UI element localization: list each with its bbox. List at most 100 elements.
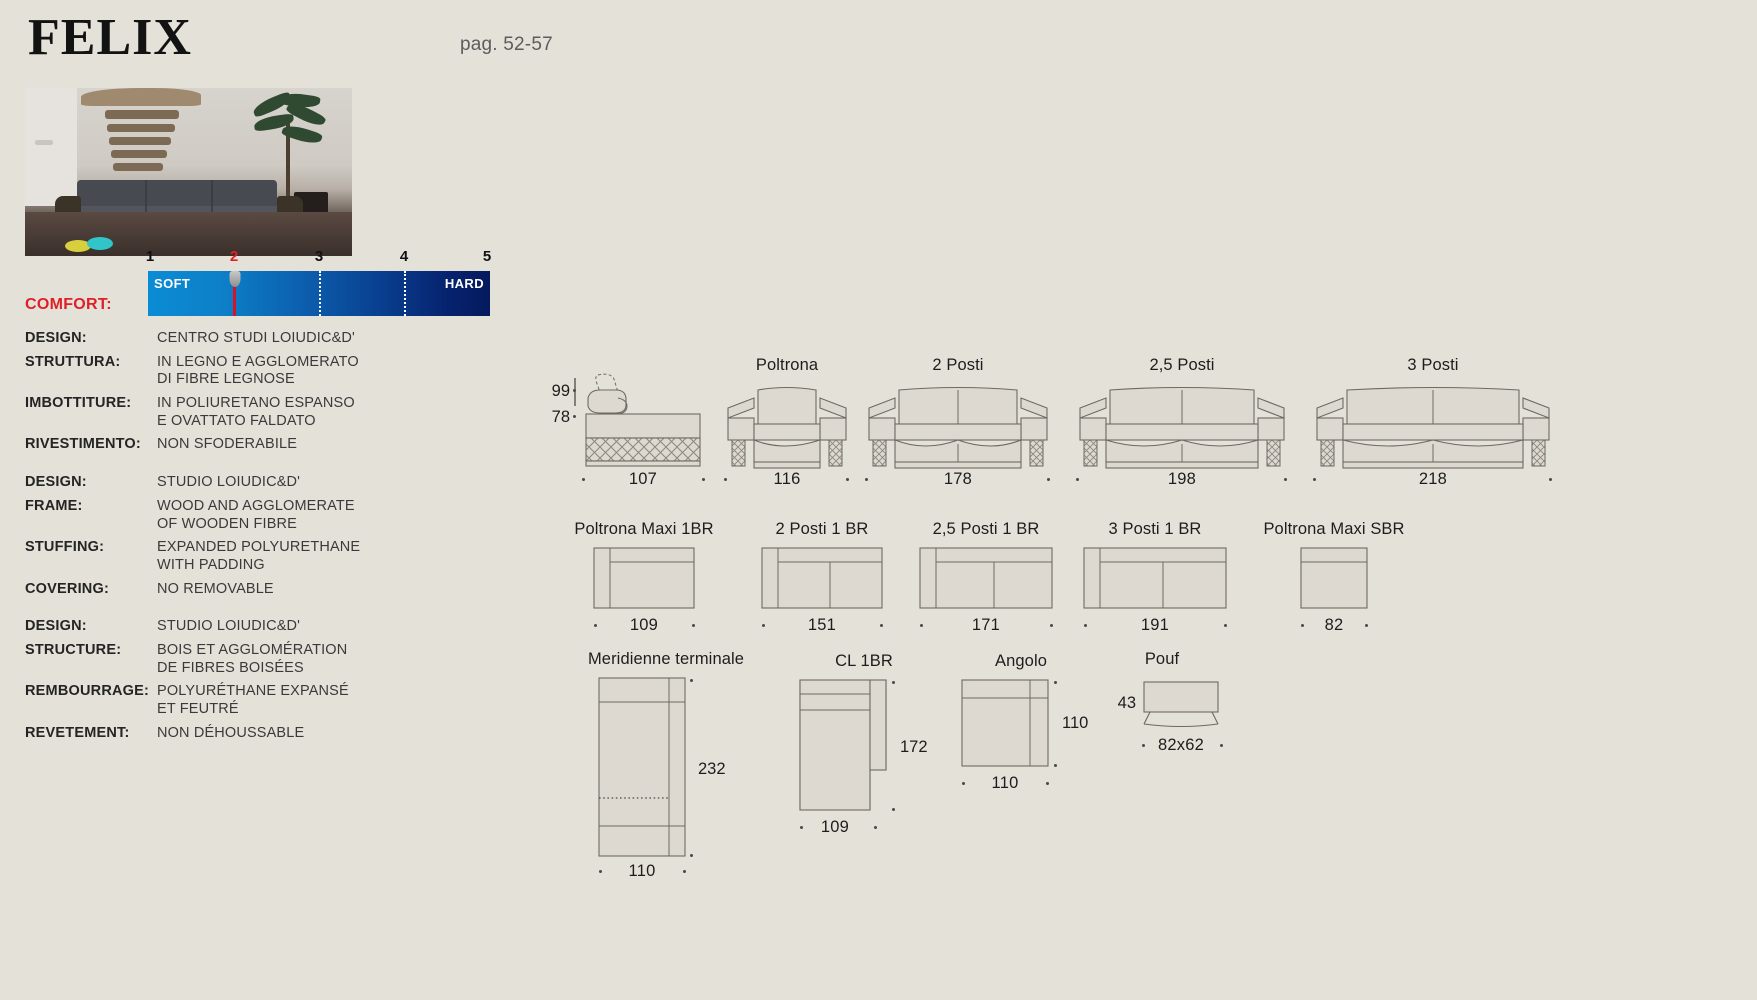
poltrona-svg [727, 386, 847, 469]
dim-depth: 172 [900, 738, 928, 756]
dim-dot [1301, 624, 1304, 627]
dim-dot [1047, 478, 1050, 481]
spec-row: STUFFING: EXPANDED POLYURETHANE WITH PAD… [25, 539, 445, 574]
dim-width: 107 [628, 470, 658, 488]
spec-value-line: EXPANDED POLYURETHANE [157, 539, 361, 556]
dim-dot [865, 478, 868, 481]
drawing-pouf: Pouf 43 82x62 [1104, 650, 1254, 770]
spec-value-line: E OVATTATO FALDATO [157, 412, 316, 429]
meridienne-svg [598, 677, 686, 857]
dim-dot [690, 679, 693, 682]
dim-depth: 110 [1062, 714, 1089, 732]
item-title: CL 1BR [835, 652, 893, 670]
spec-row: FRAME: WOOD AND AGGLOMERATE OF WOODEN FI… [25, 498, 445, 533]
dim-width: 116 [773, 470, 801, 488]
item-title: 2,5 Posti 1 BR [932, 520, 1040, 538]
dim-dot [1142, 744, 1145, 747]
spec-value-line: ET FEUTRÉ [157, 701, 239, 717]
drawing-2-5-posti: 2,5 Posti 198 [1076, 356, 1288, 488]
dim-dot [692, 624, 695, 627]
drawing-3-posti: 3 Posti 218 [1313, 356, 1553, 488]
spec-value-line: OF WOODEN FIBRE [157, 515, 297, 532]
dim-width: 171 [971, 616, 1001, 634]
spec-block-english: DESIGN: STUDIO LOIUDIC&D' FRAME: WOOD AN… [25, 474, 445, 598]
spec-value: WOOD AND AGGLOMERATE OF WOODEN FIBRE [157, 498, 355, 533]
specifications: DESIGN: CENTRO STUDI LOIUDIC&D' STRUTTUR… [25, 330, 445, 762]
spec-block-italian: DESIGN: CENTRO STUDI LOIUDIC&D' STRUTTUR… [25, 330, 445, 454]
side-view-svg [574, 373, 701, 467]
3-posti-1br-svg [1083, 547, 1227, 609]
dim-dot [874, 826, 877, 829]
dim-dot [1046, 782, 1049, 785]
comfort-tick-4: 4 [399, 248, 409, 265]
dim-dot [1076, 478, 1079, 481]
spec-key: COVERING: [25, 580, 109, 597]
spec-row: RIVESTIMENTO: NON SFODERABILE [25, 436, 445, 454]
spec-block-french: DESIGN: STUDIO LOIUDIC&D' STRUCTURE: BOI… [25, 618, 445, 742]
comfort-tick-1: 1 [145, 248, 155, 265]
item-title: Poltrona Maxi 1BR [574, 520, 714, 538]
dim-width: 218 [1418, 470, 1448, 488]
page-title: FELIX [28, 9, 192, 66]
dim-dot [1224, 624, 1227, 627]
comfort-marker [233, 271, 236, 316]
dim-dot [724, 478, 727, 481]
drawing-meridienne-terminale: Meridienne terminale 232 110 [566, 650, 766, 900]
spec-key: DESIGN: [25, 618, 87, 635]
dim-dot [582, 478, 585, 481]
spec-value: STUDIO LOIUDIC&D' [157, 474, 300, 492]
poltrona-maxi-1br-svg [593, 547, 695, 609]
cl-1br-svg [799, 679, 887, 811]
drawing-3-posti-1br: 3 Posti 1 BR 191 [1072, 520, 1238, 636]
product-photo [25, 88, 352, 256]
dim-dot [1050, 624, 1053, 627]
drawing-poltrona-maxi-1br: Poltrona Maxi 1BR 109 [568, 520, 720, 636]
spec-value-line: WOOD AND AGGLOMERATE [157, 497, 355, 514]
dim-dot [573, 415, 576, 418]
dim-height: 43 [1117, 694, 1136, 712]
photo-wall [25, 88, 77, 206]
comfort-divider-4 [404, 271, 406, 316]
spec-value-line: IN POLIURETANO ESPANSO [157, 395, 355, 412]
dim-dot [594, 624, 597, 627]
comfort-scale: 1 2 3 4 5 SOFT HARD [145, 248, 491, 316]
drawing-2-posti-1br: 2 Posti 1 BR 151 [746, 520, 898, 636]
item-title: Angolo [995, 652, 1047, 670]
comfort-label: COMFORT: [25, 296, 112, 313]
spec-value-line: BOIS ET AGGLOMÉRATION [157, 641, 348, 658]
drawing-2-posti: 2 Posti 178 [865, 356, 1051, 488]
dim-width: 151 [807, 616, 837, 634]
spec-value: BOIS ET AGGLOMÉRATION DE FIBRES BOISÉES [157, 642, 347, 677]
spec-row: REMBOURRAGE: POLYURÉTHANE EXPANSÉ ET FEU… [25, 683, 445, 718]
dim-width: 198 [1167, 470, 1197, 488]
dim-width: 178 [943, 470, 973, 488]
spec-value-line: IN LEGNO E AGGLOMERATO [157, 353, 359, 370]
dim-dot [683, 870, 686, 873]
dim-dot [1549, 478, 1552, 481]
spec-value: EXPANDED POLYURETHANE WITH PADDING [157, 539, 360, 574]
dim-dot [1054, 764, 1057, 767]
item-title: Poltrona Maxi SBR [1263, 520, 1405, 538]
dim-dot [1284, 478, 1287, 481]
spec-key: REMBOURRAGE: [25, 683, 150, 700]
drawing-2-5-posti-1br: 2,5 Posti 1 BR 171 [906, 520, 1066, 636]
dim-dot [1220, 744, 1223, 747]
comfort-marker-cap [229, 271, 240, 287]
item-title: 2 Posti 1 BR [775, 520, 869, 538]
dim-height-78: 78 [551, 408, 570, 426]
drawing-poltrona: Poltrona 116 [724, 356, 850, 488]
dim-width: 191 [1140, 616, 1170, 634]
comfort-divider-3 [319, 271, 321, 316]
dim-dot [573, 389, 576, 392]
comfort-gradient-bar: SOFT HARD [148, 271, 490, 316]
dim-width: 82 [1324, 616, 1344, 634]
spec-key: DESIGN: [25, 474, 87, 491]
drawing-poltrona-maxi-sbr: Poltrona Maxi SBR 82 [1258, 520, 1410, 636]
dim-dot [599, 870, 602, 873]
technical-drawings: 99 78 107 Poltro [552, 356, 1736, 916]
spec-value: CENTRO STUDI LOIUDIC&D' [157, 330, 355, 348]
item-title: 2 Posti [932, 356, 984, 374]
spec-key: IMBOTTITURE: [25, 395, 132, 412]
pouf-svg [1143, 681, 1219, 728]
